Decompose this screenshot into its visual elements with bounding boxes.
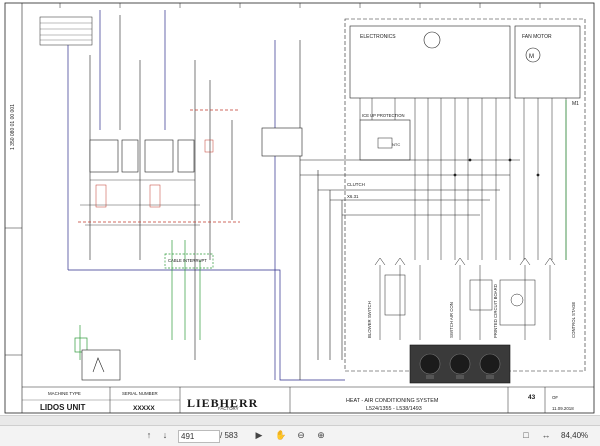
schematic-sheet: 1 350 080 01 00 001 — [4, 2, 595, 414]
liebherr-logo: LIEBHERR — [187, 396, 273, 410]
serial-label: SERIAL NUMBER — [122, 391, 158, 396]
machine-type-value: LIDOS UNIT — [40, 403, 85, 412]
cable-interrupt-label: CABLE INTERRUPT — [168, 258, 207, 263]
serial-value: XXXXX — [133, 405, 155, 412]
fan-motor-label: FAN MOTOR — [522, 34, 552, 40]
printed-circuit-label: PRINTED CIRCUIT BOARD — [493, 284, 498, 338]
control-stage-label: CONTROL STAGE — [571, 302, 576, 338]
x631-label: X6.31 — [347, 194, 359, 199]
viewer-scroll-area — [0, 415, 600, 426]
zoom-level[interactable]: 84,40% — [561, 431, 589, 440]
clutch-label: CLUTCH — [347, 182, 365, 187]
fit-page-icon[interactable]: □ — [523, 430, 529, 440]
fit-width-icon[interactable]: ↔ — [541, 430, 551, 440]
pdf-viewer-toolbar: ↑ ↓ 491 / 583 ▶ ✋ ⊖ ⊕ □ ↔ 84,40% — [0, 425, 600, 446]
schematic-drawing: 1 350 080 01 00 001 — [4, 2, 595, 414]
previous-page-icon[interactable]: ↑ — [146, 430, 152, 440]
drawing-number: 1 350 080 01 00 001 — [10, 104, 16, 150]
blower-switch-label: BLOWER SWITCH — [367, 301, 372, 338]
drawing-subtitle: L524/1355 - L538/1493 — [366, 406, 422, 412]
page-number-input[interactable]: 491 — [178, 430, 220, 443]
ice-up-label: ICE UP PROTECTION — [362, 113, 405, 118]
sheet-number: 43 — [528, 394, 536, 401]
factory-label: FACTORY — [218, 406, 239, 411]
ntc-label: NTC — [392, 142, 400, 147]
electronics-label: ELECTRONICS — [360, 34, 396, 40]
hand-tool-icon[interactable]: ✋ — [275, 430, 287, 440]
zoom-out-icon[interactable]: ⊖ — [297, 430, 305, 440]
page-total: / 583 — [220, 431, 238, 440]
date-value: 11.09.2018 — [552, 406, 574, 411]
motor-symbol: M — [529, 54, 534, 60]
machine-type-label: MACHINE TYPE — [48, 391, 81, 396]
drawing-title: HEAT - AIR CONDITIONING SYSTEM — [346, 398, 439, 404]
pointer-tool-icon[interactable]: ▶ — [255, 430, 263, 440]
switch-air-con-label: SWITCH AIR CON — [449, 302, 454, 338]
next-page-icon[interactable]: ↓ — [162, 430, 168, 440]
zoom-in-icon[interactable]: ⊕ — [317, 430, 325, 440]
of-label: OF — [552, 395, 558, 400]
m1-label: M1 — [572, 101, 579, 107]
brand-name: LIEBHERR — [187, 396, 259, 410]
